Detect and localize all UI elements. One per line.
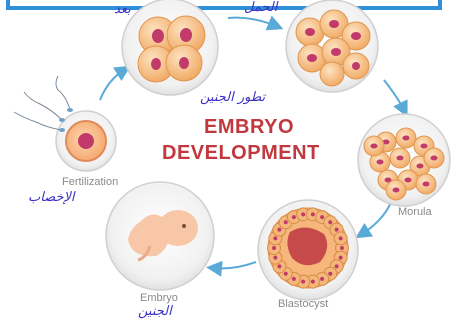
label-fertilization: Fertilization — [62, 176, 118, 188]
annotation-bottom: الجنين — [138, 304, 172, 319]
annotation-top-left: بعد — [114, 2, 131, 17]
label-morula: Morula — [398, 206, 432, 218]
annotation-center: تطور الجنين — [200, 90, 265, 105]
stage-multi-cell — [286, 0, 378, 92]
top-frame — [8, 0, 440, 8]
title-line-1: EMBRYO — [204, 116, 294, 139]
arrow-morula-to-blastocyst — [362, 200, 392, 234]
annotation-top-right: الحمل — [244, 0, 277, 15]
arrow-blastocyst-to-embryo — [214, 262, 256, 268]
label-embryo: Embryo — [140, 292, 178, 304]
stage-morula — [358, 114, 450, 206]
annotation-left: الإخصاب — [28, 190, 75, 205]
arrow-4cell-to-morula — [384, 80, 404, 110]
stage-early-division — [122, 0, 218, 95]
arrow-fertilization-to-2cell — [100, 70, 124, 100]
stage-fertilization — [14, 76, 116, 171]
arrow-2cell-to-4cell — [228, 18, 276, 26]
stage-embryo — [106, 182, 214, 290]
title-line-2: DEVELOPMENT — [162, 142, 320, 165]
stage-blastocyst — [258, 200, 358, 300]
label-blastocyst: Blastocyst — [278, 298, 328, 310]
